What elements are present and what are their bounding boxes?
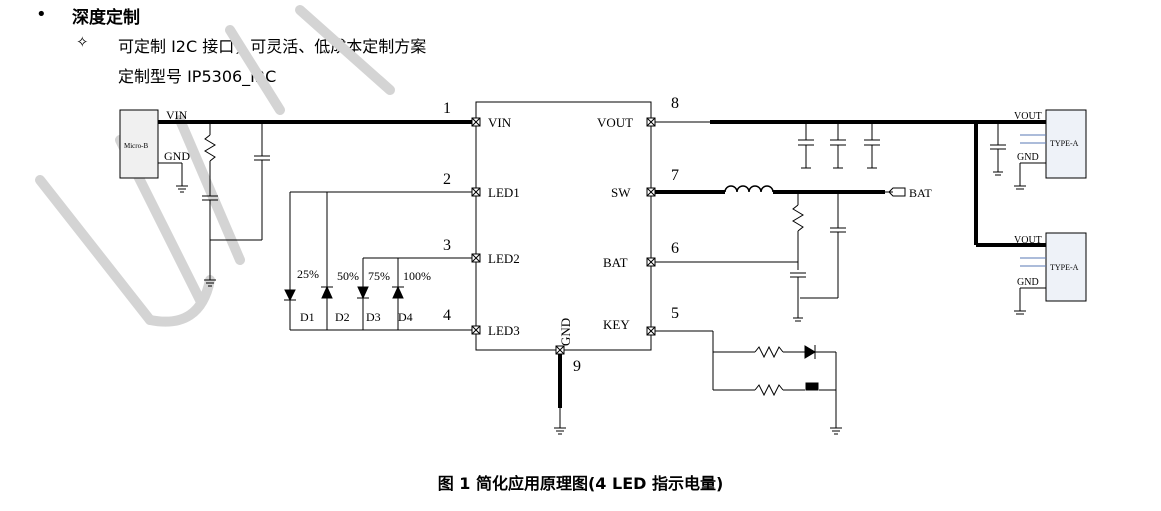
bat-terminal-icon [888, 187, 906, 197]
pin5-number: 5 [671, 305, 679, 322]
pin1-number: 1 [443, 100, 451, 117]
usb1-gnd-label: GND [1017, 152, 1039, 163]
key-led-icon [804, 345, 816, 359]
bat-terminal-label: BAT [909, 186, 932, 200]
pin6-number: 6 [671, 240, 679, 257]
description-line-2: 定制型号 IP5306_I2C [118, 67, 277, 86]
usb2-vout-label: VOUT [1014, 235, 1042, 246]
bullet-point: • [36, 4, 47, 25]
pin3-label: LED2 [488, 251, 520, 266]
section-title: 深度定制 [72, 8, 140, 28]
ic-body [475, 101, 652, 351]
micro-b-connector [119, 109, 159, 179]
usb1-name: TYPE-A [1050, 139, 1079, 148]
pin2-number: 2 [443, 171, 451, 188]
usb1-vout-label: VOUT [1014, 111, 1042, 122]
led4-designator: D4 [398, 310, 413, 324]
pin7-number: 7 [671, 167, 679, 184]
pin5-label: KEY [603, 317, 630, 332]
figure-caption: 图 1 简化应用原理图(4 LED 指示电量) [437, 474, 724, 493]
connector-label: Micro-B [124, 142, 148, 150]
pin1-label: VIN [488, 115, 512, 130]
usb-type-a-connector-2 [1045, 232, 1087, 302]
watermark [35, 5, 395, 327]
led3-percent: 75% [368, 269, 390, 283]
pin9-number: 9 [573, 358, 581, 375]
pin7-label: SW [611, 185, 631, 200]
usb2-name: TYPE-A [1050, 263, 1079, 272]
inductor-icon [724, 185, 774, 193]
led2-designator: D2 [335, 310, 350, 324]
schematic-diagram: Micro-B VIN GND 1 VIN 2 LED1 3 LED2 4 LE… [35, 5, 1087, 435]
led-d2-icon [321, 285, 333, 299]
led-d4-icon [392, 285, 404, 299]
led2-percent: 50% [337, 269, 359, 283]
pin2-label: LED1 [488, 185, 520, 200]
led1-designator: D1 [300, 310, 315, 324]
pin6-label: BAT [603, 255, 628, 270]
pin3-number: 3 [443, 237, 451, 254]
led1-percent: 25% [297, 267, 319, 281]
pin4-label: LED3 [488, 323, 520, 338]
led-d1-icon [284, 289, 296, 302]
pin8-label: VOUT [597, 115, 633, 130]
pin9-label: GND [558, 318, 573, 346]
pin4-number: 4 [443, 307, 451, 324]
left-vin-label: VIN [166, 108, 188, 122]
usb-type-a-connector-1 [1045, 109, 1087, 179]
item-marker-icon: ✧ [76, 33, 89, 51]
left-gnd-label: GND [164, 149, 190, 163]
led3-designator: D3 [366, 310, 381, 324]
led-d3-icon [357, 286, 369, 300]
pin8-number: 8 [671, 95, 679, 112]
push-button-icon [805, 382, 819, 391]
usb2-gnd-label: GND [1017, 277, 1039, 288]
led4-percent: 100% [403, 269, 431, 283]
